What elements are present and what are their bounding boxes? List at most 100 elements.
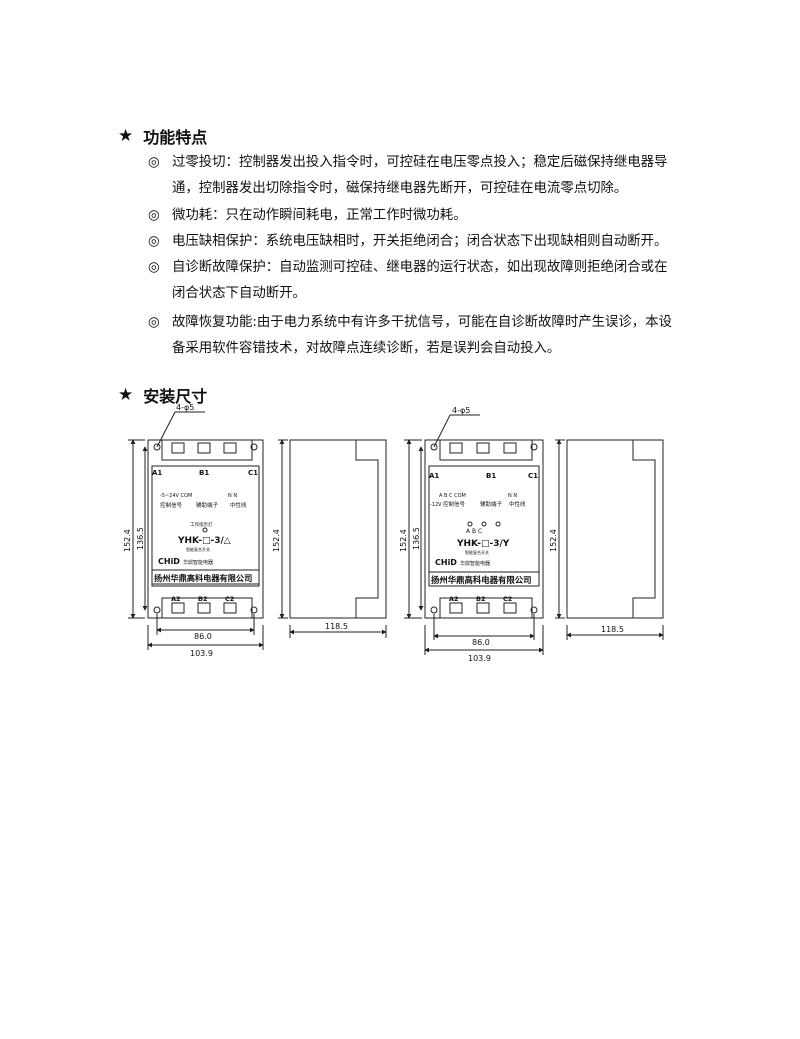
- signal-phase-label: A B C COM: [439, 493, 466, 499]
- neutral-label: 中性线: [509, 500, 526, 508]
- top-terminal-block: [161, 439, 253, 461]
- phase-labels: A B C: [466, 528, 482, 535]
- feature-line: 微功耗：只在动作瞬间耗电，正常工作时微功耗。: [172, 208, 467, 223]
- small-caption: 智能复合开关: [465, 549, 489, 555]
- feature-line: 备采用软件容错技术，对故障点连续诊断，若是误判会自动投入。: [172, 341, 561, 356]
- company-label: 扬州华鼎高科电器有限公司: [431, 575, 532, 585]
- dim-width-outer: 103.9: [468, 654, 491, 663]
- feature-line: 通，控制器发出切除指令时，磁保持继电器先断开，可控硅在电流零点切除。: [172, 181, 628, 196]
- nameplate-strip: [428, 571, 540, 587]
- terminal-label: A1: [152, 469, 162, 477]
- dim-width-inner: 86.0: [472, 638, 490, 647]
- feature-line: 电压缺相保护：系统电压缺相时，开关拒绝闭合；闭合状态下出现缺相则自动断开。: [172, 234, 668, 249]
- top-terminal-block: [439, 439, 533, 461]
- aux-label: 辅助端子: [196, 501, 219, 509]
- indicator-led-icon: [495, 521, 501, 527]
- terminal-screw-icons: [449, 442, 517, 614]
- feature-line: 自诊断故障保护：自动监测可控硅、继电器的运行状态，如出现故障则拒绝闭合或在: [172, 260, 668, 275]
- mount-hole-icon: [153, 606, 161, 614]
- dim-height-outer: 152.4: [549, 529, 558, 552]
- logo-text: CHiD: [158, 557, 180, 566]
- signal-label: 控制信号: [160, 501, 183, 509]
- mount-hole-icon: [430, 443, 438, 451]
- star-icon: ★: [118, 126, 134, 146]
- installation-drawings: 4-φ5 A1 B1 C1 -5~24V COM N N 控制信号 辅助端子 中…: [123, 403, 664, 663]
- star-icon: ★: [118, 385, 134, 405]
- company-label: 扬州华鼎高科电器有限公司: [154, 573, 252, 583]
- feature-item: ◎ 电压缺相保护：系统电压缺相时，开关拒绝闭合；闭合状态下出现缺相则自动断开。: [148, 229, 708, 255]
- model-label: YHK-□-3/Y: [456, 539, 510, 549]
- front-panel: [151, 465, 260, 587]
- dim-width-inner: 86.0: [194, 632, 212, 641]
- bullet-icon: ◎: [148, 208, 160, 223]
- dim-height-outer: 152.4: [399, 529, 408, 552]
- feature-item: ◎ 微功耗：只在动作瞬间耗电，正常工作时微功耗。: [148, 203, 708, 229]
- section-heading-features: ★ 功能特点: [118, 124, 207, 148]
- terminal-label: B1: [199, 469, 209, 477]
- signal-voltage-label: -5~24V COM: [160, 493, 192, 499]
- mount-hole-icon: [530, 443, 538, 451]
- housing-outline: [424, 439, 544, 619]
- dim-depth: 118.5: [325, 622, 348, 631]
- aux-label: 辅助端子: [480, 500, 503, 508]
- logo-sub: 华鼎智能电器: [183, 559, 213, 566]
- logo-sub: 华鼎智能电器: [460, 560, 490, 567]
- model-label: YHK-□-3/△: [177, 536, 231, 546]
- neutral-label: 中性线: [230, 501, 247, 509]
- terminal-screw-icons: [171, 442, 237, 614]
- terminal-label: C2: [225, 595, 234, 603]
- neutral-top-label: N N: [508, 493, 517, 499]
- front-view-star: [404, 414, 544, 655]
- feature-line: 故障恢复功能:由于电力系统中有许多干扰信号，可能在自诊断故障时产生误诊，本设: [172, 315, 672, 330]
- nameplate-strip: [151, 569, 260, 585]
- terminal-label: B2: [198, 595, 207, 603]
- dim-height-inner: 136.5: [136, 527, 145, 550]
- housing-outline: [147, 439, 264, 619]
- mount-hole-icon: [153, 443, 161, 451]
- side-outline: [566, 439, 664, 619]
- hole-spec-label: 4-φ5: [176, 403, 194, 412]
- side-view-delta: [278, 439, 387, 638]
- terminal-label: C2: [503, 595, 512, 603]
- terminal-label: C1: [528, 472, 538, 480]
- dim-height-outer: 152.4: [272, 529, 281, 552]
- logo-text: CHiD: [435, 558, 457, 567]
- indicator-led-icon: [202, 527, 208, 533]
- terminal-label: B1: [486, 472, 496, 480]
- terminal-label: C1: [248, 469, 258, 477]
- dim-height-outer: 152.4: [123, 529, 132, 552]
- feature-item: ◎ 过零投切：控制器发出投入指令时，可控硅在电压零点投入；稳定后磁保持继电器导 …: [148, 150, 708, 202]
- dim-width-outer: 103.9: [190, 649, 213, 658]
- fault-label: 工作指示灯: [190, 521, 213, 528]
- terminal-label: B2: [476, 595, 485, 603]
- section-heading-dimensions: ★ 安装尺寸: [118, 383, 207, 407]
- small-caption: 智能复合开关: [186, 546, 210, 552]
- dim-height-inner: 136.5: [412, 527, 421, 550]
- section-title: 功能特点: [143, 128, 208, 147]
- terminal-label: A2: [171, 595, 181, 603]
- feature-line: 闭合状态下自动断开。: [172, 286, 306, 301]
- indicator-led-icon: [467, 521, 473, 527]
- terminal-label: A2: [449, 595, 459, 603]
- side-outline: [289, 439, 387, 619]
- hole-spec-label: 4-φ5: [452, 406, 470, 415]
- bullet-icon: ◎: [148, 260, 160, 275]
- signal-voltage-label: -12V: [430, 502, 442, 508]
- dim-depth: 118.5: [601, 625, 624, 634]
- mount-hole-icon: [250, 606, 258, 614]
- bullet-icon: ◎: [148, 155, 160, 170]
- side-view-star: [555, 439, 664, 640]
- bullet-icon: ◎: [148, 234, 160, 249]
- feature-line: 过零投切：控制器发出投入指令时，可控硅在电压零点投入；稳定后磁保持继电器导: [172, 155, 668, 170]
- signal-label: 控制信号: [443, 500, 466, 508]
- feature-item: ◎ 故障恢复功能:由于电力系统中有许多干扰信号，可能在自诊断故障时产生误诊，本设…: [148, 310, 708, 362]
- indicator-led-icon: [481, 521, 487, 527]
- feature-item: ◎ 自诊断故障保护：自动监测可控硅、继电器的运行状态，如出现故障则拒绝闭合或在 …: [148, 255, 708, 307]
- mount-hole-icon: [530, 606, 538, 614]
- section-title: 安装尺寸: [143, 387, 208, 406]
- bullet-icon: ◎: [148, 315, 160, 330]
- front-view-delta: [128, 411, 264, 650]
- mount-hole-icon: [250, 443, 258, 451]
- mount-hole-icon: [430, 606, 438, 614]
- neutral-top-label: N N: [228, 493, 237, 499]
